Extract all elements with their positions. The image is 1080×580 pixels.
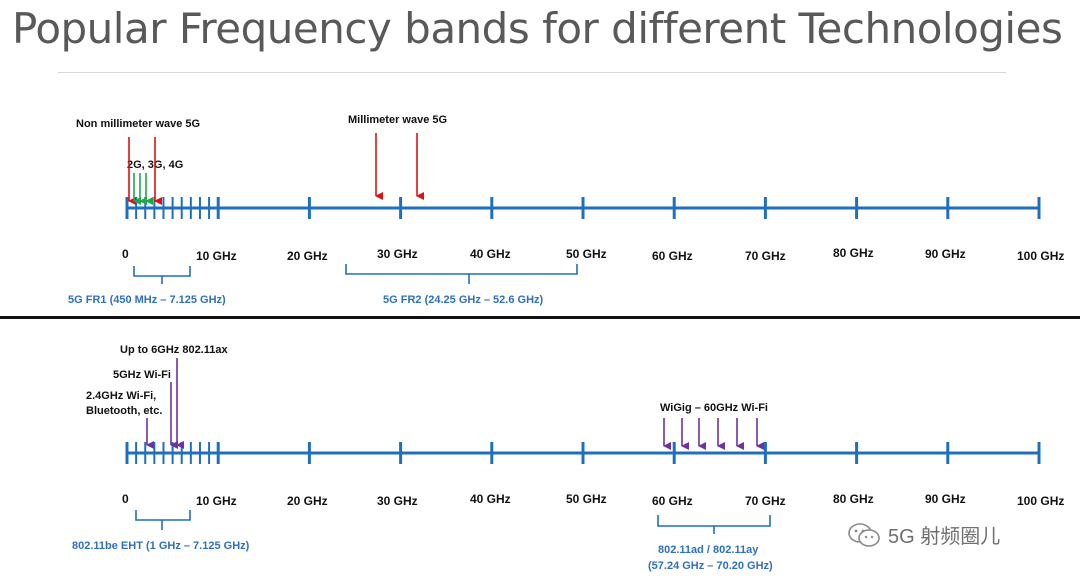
top-tick-label-100: 100 GHz (1017, 249, 1064, 263)
watermark: 5G 射频圈儿 (846, 520, 1000, 549)
wifi-labels: Up to 6GHz 802.11ax 5GHz Wi-Fi 2.4GHz Wi… (86, 344, 768, 417)
top-tick-label-40: 40 GHz (470, 247, 511, 261)
bottom-tick-label-60: 60 GHz (652, 494, 693, 508)
mmwave-5g-label: Millimeter wave 5G (348, 114, 447, 126)
fr1-bracket-shape (133, 266, 191, 284)
bottom-tick-label-10: 10 GHz (196, 494, 237, 508)
wifi-6-ax-label: Up to 6GHz 802.11ax (120, 344, 228, 356)
fr1-bracket: 5G FR1 (450 MHz – 7.125 GHz) (68, 266, 226, 306)
eht-band-label: 802.11be EHT (1 GHz – 7.125 GHz) (72, 540, 250, 552)
top-tick-label-70: 70 GHz (745, 249, 786, 263)
bottom-tick-label-20: 20 GHz (287, 494, 328, 508)
top-axis-tick-labels: 0 10 GHz 20 GHz 30 GHz 40 GHz 50 GHz 60 … (122, 246, 1064, 263)
top-axis (125, 197, 1041, 219)
bottom-axis-tick-labels: 0 10 GHz 20 GHz 30 GHz 40 GHz 50 GHz 60 … (122, 492, 1064, 508)
bottom-tick-label-50: 50 GHz (566, 492, 607, 506)
eht-bracket-shape (135, 510, 191, 530)
wigig-bracket-shape (657, 515, 771, 534)
top-tick-label-50: 50 GHz (566, 247, 607, 261)
bottom-tick-label-30: 30 GHz (377, 494, 418, 508)
eht-bracket: 802.11be EHT (1 GHz – 7.125 GHz) (72, 510, 250, 552)
non-mmwave-5g-label: Non millimeter wave 5G (76, 118, 200, 130)
watermark-text: 5G 射频圈儿 (888, 526, 1001, 548)
bottom-tick-label-80: 80 GHz (833, 492, 874, 506)
wigig-band-label-line2: (57.24 GHz – 70.20 GHz) (648, 560, 773, 572)
fr2-bracket-shape (345, 264, 578, 284)
top-tick-label-0: 0 (122, 247, 129, 261)
wifi-24ghz-label-line1: 2.4GHz Wi-Fi, (86, 390, 156, 402)
top-arrows (128, 133, 424, 205)
wifi-5ghz-label: 5GHz Wi-Fi (113, 369, 171, 381)
slide-title: Popular Frequency bands for different Te… (12, 4, 1063, 53)
fr2-band-label: 5G FR2 (24.25 GHz – 52.6 GHz) (383, 294, 544, 306)
title-rule (58, 72, 1006, 73)
bottom-tick-label-90: 90 GHz (925, 492, 966, 506)
section-divider (0, 316, 1080, 319)
bottom-tick-label-40: 40 GHz (470, 492, 511, 506)
top-tick-label-20: 20 GHz (287, 249, 328, 263)
fr2-bracket: 5G FR2 (24.25 GHz – 52.6 GHz) (345, 264, 578, 306)
top-tick-label-30: 30 GHz (377, 247, 418, 261)
wigig-label: WiGig – 60GHz Wi-Fi (660, 402, 768, 414)
wigig-band-bracket: 802.11ad / 802.11ay (57.24 GHz – 70.20 G… (648, 515, 773, 572)
top-tick-label-80: 80 GHz (833, 246, 874, 260)
bottom-tick-label-100: 100 GHz (1017, 494, 1064, 508)
fr1-band-label: 5G FR1 (450 MHz – 7.125 GHz) (68, 294, 226, 306)
wifi-24ghz-label-line2: Bluetooth, etc. (86, 405, 162, 417)
bottom-tick-label-70: 70 GHz (745, 494, 786, 508)
top-tick-label-60: 60 GHz (652, 249, 693, 263)
top-tick-label-10: 10 GHz (196, 249, 237, 263)
wigig-band-label-line1: 802.11ad / 802.11ay (658, 544, 759, 556)
bottom-tick-label-0: 0 (122, 492, 129, 506)
bottom-arrows (146, 358, 764, 450)
wechat-logo-icon (848, 522, 880, 547)
top-tick-label-90: 90 GHz (925, 247, 966, 261)
bottom-axis (125, 442, 1041, 464)
